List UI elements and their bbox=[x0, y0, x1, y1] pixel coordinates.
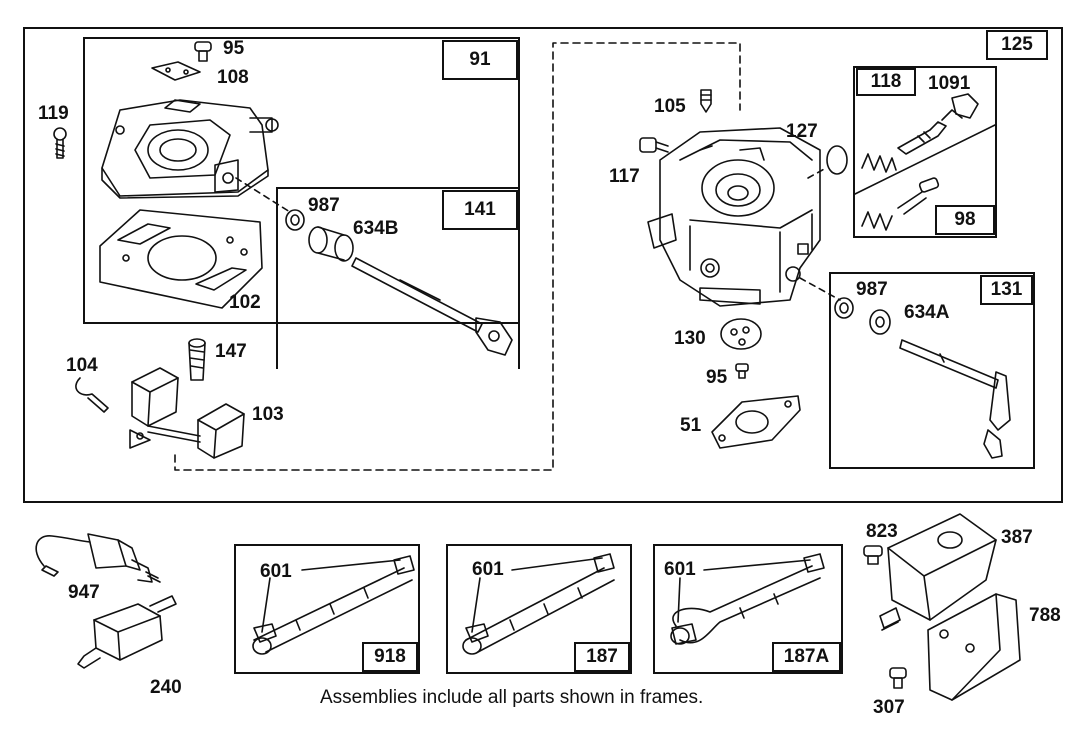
ref-box-187a: 187A bbox=[772, 642, 841, 672]
frame-918 bbox=[234, 544, 420, 674]
carburetor-body bbox=[648, 128, 820, 306]
gasket-102 bbox=[100, 210, 262, 308]
leader-601-c bbox=[678, 560, 810, 622]
ref-box-131: 131 bbox=[980, 275, 1033, 305]
float-103 bbox=[130, 368, 244, 458]
gasket-51 bbox=[712, 396, 800, 448]
divider-line bbox=[855, 125, 995, 194]
fuel-line-187a bbox=[671, 554, 824, 644]
label-788: 788 bbox=[1029, 605, 1061, 626]
label-634b: 634B bbox=[353, 218, 399, 239]
label-947: 947 bbox=[68, 582, 100, 603]
screw-823 bbox=[864, 546, 882, 564]
frame-91 bbox=[83, 37, 520, 324]
screw-147 bbox=[189, 339, 205, 380]
seal-127 bbox=[827, 146, 847, 174]
needle-98 bbox=[898, 177, 939, 214]
ref-box-125: 125 bbox=[986, 30, 1048, 60]
label-601-c: 601 bbox=[664, 559, 696, 580]
leader-line bbox=[808, 168, 826, 178]
assemblies-note: Assemblies include all parts shown in fr… bbox=[320, 687, 704, 708]
plate-130 bbox=[721, 319, 761, 349]
label-51: 51 bbox=[680, 415, 702, 436]
bushing-634a bbox=[870, 310, 890, 334]
label-987-left: 987 bbox=[308, 195, 340, 216]
cap-1091 bbox=[942, 94, 978, 120]
label-601-a: 601 bbox=[260, 561, 292, 582]
plate-108 bbox=[152, 62, 200, 80]
bracket-788 bbox=[928, 594, 1020, 700]
label-127: 127 bbox=[786, 121, 818, 142]
label-987-right: 987 bbox=[856, 279, 888, 300]
needle-118 bbox=[898, 122, 946, 154]
screw-95-top bbox=[195, 42, 211, 61]
ref-box-918: 918 bbox=[362, 642, 418, 672]
ref-box-98: 98 bbox=[935, 205, 995, 235]
frame-141 bbox=[276, 187, 520, 369]
fuel-filter-240 bbox=[78, 596, 176, 668]
label-102: 102 bbox=[229, 292, 261, 313]
divider-line bbox=[855, 115, 995, 184]
spring-118 bbox=[862, 154, 896, 172]
leader-601-b bbox=[472, 558, 602, 632]
leader-601-a bbox=[262, 560, 400, 632]
upper-body-91 bbox=[102, 100, 278, 198]
label-387: 387 bbox=[1001, 527, 1033, 548]
washer-987-left bbox=[286, 210, 304, 230]
frame-118-98 bbox=[853, 66, 997, 238]
needle-105 bbox=[701, 90, 711, 112]
screw-307 bbox=[890, 668, 906, 688]
label-103: 103 bbox=[252, 404, 284, 425]
label-119: 119 bbox=[38, 103, 69, 124]
screw-117 bbox=[640, 138, 668, 152]
fuel-pump-387 bbox=[880, 514, 996, 630]
label-307: 307 bbox=[873, 697, 905, 718]
frame-131 bbox=[829, 272, 1035, 469]
pin-104 bbox=[76, 378, 108, 412]
ref-box-118: 118 bbox=[856, 68, 916, 96]
leader-line bbox=[236, 178, 290, 212]
ref-box-91: 91 bbox=[442, 40, 518, 80]
label-104: 104 bbox=[66, 355, 98, 376]
solenoid-947 bbox=[36, 534, 160, 582]
label-95-top: 95 bbox=[223, 38, 245, 59]
label-108: 108 bbox=[217, 67, 249, 88]
frame-187a bbox=[653, 544, 843, 674]
label-130: 130 bbox=[674, 328, 706, 349]
dashed-connection-frame bbox=[175, 43, 740, 470]
choke-shaft-131 bbox=[900, 340, 1010, 458]
screw-95-middle bbox=[736, 364, 748, 378]
label-823: 823 bbox=[866, 521, 898, 542]
frame-187 bbox=[446, 544, 632, 674]
label-147: 147 bbox=[215, 341, 247, 362]
label-117: 117 bbox=[609, 166, 640, 187]
fuel-line-187 bbox=[463, 554, 614, 654]
spring-98 bbox=[862, 212, 892, 230]
label-1091: 1091 bbox=[928, 73, 971, 94]
bushing-634b bbox=[309, 227, 353, 261]
label-240: 240 bbox=[150, 677, 182, 698]
fuel-line-918 bbox=[253, 556, 414, 654]
label-601-b: 601 bbox=[472, 559, 504, 580]
label-95-middle: 95 bbox=[706, 367, 728, 388]
leader-line bbox=[800, 278, 840, 300]
label-105: 105 bbox=[654, 96, 686, 117]
ref-box-141: 141 bbox=[442, 190, 518, 230]
washer-987-right bbox=[835, 298, 853, 318]
main-assembly-frame bbox=[23, 27, 1063, 503]
throttle-shaft-141 bbox=[352, 258, 512, 355]
ref-box-187: 187 bbox=[574, 642, 630, 672]
label-634a: 634A bbox=[904, 302, 950, 323]
screw-119 bbox=[54, 128, 66, 158]
